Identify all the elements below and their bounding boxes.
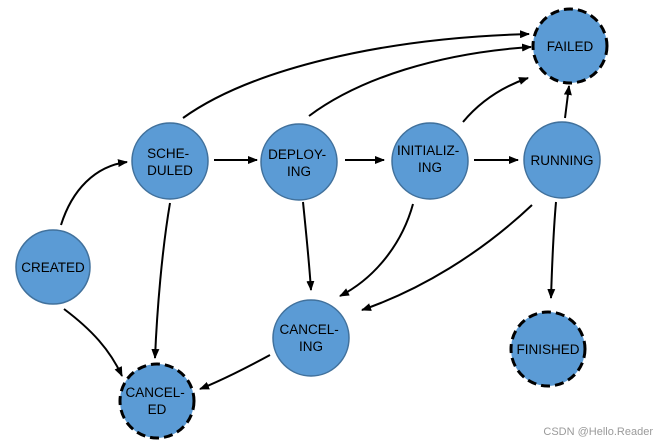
node-running-label: RUNNING [531,153,594,168]
node-canceled-label-line-2: ED [148,402,167,417]
node-canceled-label-line-1: CANCEL- [125,385,184,400]
node-canceling-label-line-1: CANCEL- [279,322,338,337]
edge-scheduled-to-failed [182,30,530,119]
node-deploying-label: DEPLOY- ING [268,147,330,179]
node-canceling-label-line-2: ING [299,339,323,354]
node-scheduled: SCHE- DULED [131,122,209,200]
node-failed: FAILED [531,7,609,85]
node-running-circle [523,121,601,199]
edge-initializing-to-canceling [339,203,414,297]
edge-running-to-failed [563,85,572,119]
edge-canceling-to-canceled [199,354,271,390]
node-deploying-label-line-1: DEPLOY- [268,147,326,162]
node-finished-circle [509,310,587,388]
edge-initializing-to-failed [462,77,529,123]
node-canceling-label: CANCEL- ING [279,322,342,354]
node-failed-label-line-1: FAILED [547,39,594,54]
node-initializing-label-line-2: ING [418,160,442,175]
node-finished-label-line-1: FINISHED [516,342,579,357]
node-failed-circle [531,7,609,85]
node-canceling-circle [272,299,350,377]
edge-deploying-to-canceling [302,201,315,291]
node-running: RUNNING [523,121,601,199]
node-failed-label: FAILED [547,39,594,54]
node-deploying: DEPLOY- ING [260,123,338,201]
node-initializing: INITIALIZ- ING [391,122,469,200]
node-canceled-circle [118,362,196,440]
node-canceled-label: CANCEL- ED [125,385,188,417]
node-scheduled-label-line-2: DULED [147,163,193,178]
edges [60,30,572,390]
node-created-label-line-1: CREATED [21,260,85,275]
node-initializing-label: INITIALIZ- ING [397,143,463,175]
edge-deploying-to-failed [308,43,532,117]
node-deploying-label-line-2: ING [287,164,311,179]
node-finished: FINISHED [509,310,587,388]
edge-scheduled-to-canceled [151,202,171,359]
node-canceled: CANCEL- ED [118,362,196,440]
node-created-label: CREATED [21,260,85,275]
node-deploying-circle [260,123,338,201]
node-initializing-label-line-1: INITIALIZ- [397,143,459,158]
edge-running-to-finished [547,201,557,299]
node-running-label-line-1: RUNNING [531,153,594,168]
edge-created-to-canceled [63,308,123,377]
node-created-circle [15,229,91,305]
node-scheduled-label-line-1: SCHE- [147,146,189,161]
node-created: CREATED [15,229,91,305]
node-scheduled-label: SCHE- DULED [147,146,193,178]
edge-created-to-scheduled [60,159,128,226]
node-finished-label: FINISHED [516,342,579,357]
node-scheduled-circle [131,122,209,200]
edge-running-to-canceling [361,204,533,311]
watermark: CSDN @Hello.Reader [543,426,653,438]
node-initializing-circle [391,122,469,200]
node-canceling: CANCEL- ING [272,299,350,377]
